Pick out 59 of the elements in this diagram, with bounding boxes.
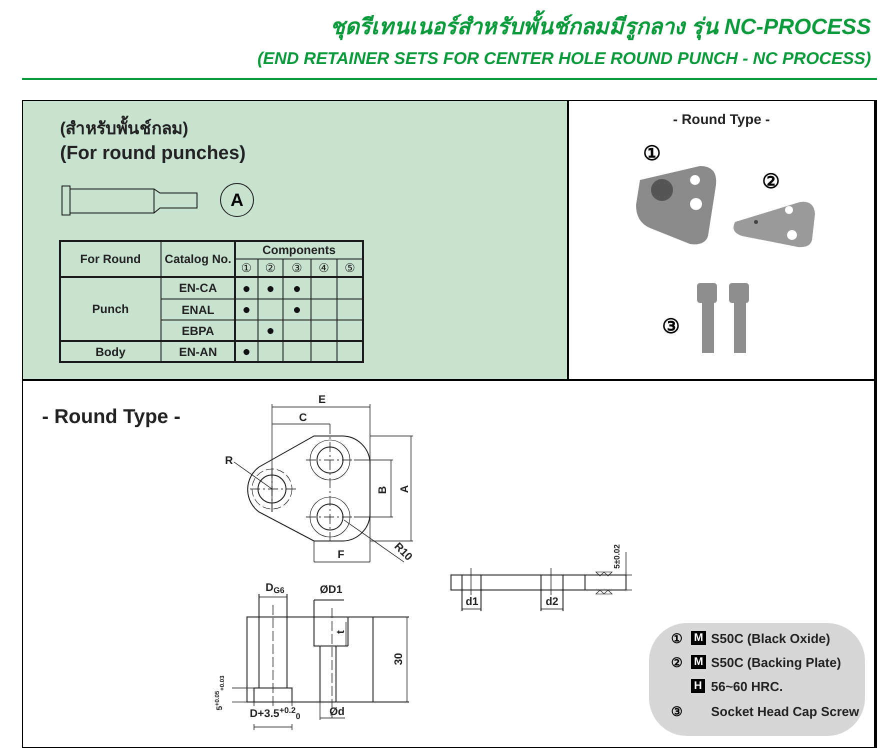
column-number: ③ [290,260,304,277]
heading: - Round Type - [672,110,771,129]
callout-number: ③ [661,315,681,339]
table-cell-text: ● [292,300,302,319]
dimension-label: 30 [392,652,406,668]
table-cell-text: ENAL [180,302,216,318]
table-cell-text: Body [94,344,126,360]
table-cell-text: ● [265,278,276,298]
table-header: For Round [79,251,142,268]
dimension-label: C [298,410,308,426]
table-header: Catalog No. [164,251,232,268]
column-number: ⑤ [344,260,356,277]
material-badge: M [691,631,706,645]
column-number: ② [264,260,277,277]
dimension-label: t [334,629,348,636]
material-text: S50C (Backing Plate) [711,654,842,672]
table-cell-text: ● [292,278,302,298]
callout-number: ② [761,170,781,194]
material-number: ③ [671,703,683,721]
material-badge: M [691,655,706,669]
dimension-label: d1 [464,596,480,609]
column-number: ① [240,260,253,277]
material-number: ② [671,654,683,672]
dimension-label: R [224,454,234,469]
dimension-label: d2 [544,596,560,609]
table-header: Components [261,242,337,259]
material-legend-box [649,623,865,736]
material-text: Socket Head Cap Screw [711,703,860,721]
panel [22,100,568,380]
dimension-label: F [336,548,346,563]
subtitle: (END RETAINER SETS FOR CENTER HOLE ROUND PUNCH - NC PROCESS) [256,48,871,70]
dimension-label: R10 [390,539,416,566]
table-cell-text: EBPA [180,322,216,340]
dimension-label: A [398,484,412,495]
dimension-label: B [376,485,390,496]
material-text: S50C (Black Oxide) [711,630,830,648]
dimension-label: Ød [328,704,346,720]
dimension-label: D$_{G6}$ [264,580,286,596]
dimension-label: E [317,392,327,408]
heading: - Round Type - [42,405,180,430]
table-cell-text: Punch [91,301,130,318]
heading: (For round punches) [60,142,246,166]
title: ชุดรีเทนเนอร์สำหรับพั้นช์กลมมีรูกลาง รุ่น NC-PROCESS [330,12,871,42]
table-cell-text: EN-AN [178,344,218,360]
dimension-label: ØD1 [318,582,344,598]
column-number: ④ [318,260,330,277]
table-cell-text: ● [241,278,252,298]
marker-letter: A [230,188,244,212]
material-number: ① [671,630,683,648]
table-cell-text: ● [241,300,252,319]
callout-number: ① [642,142,662,166]
material-badge: H [691,679,705,693]
table-cell-text: ● [241,342,252,361]
panel [22,380,877,748]
material-text: 56~60 HRC. [711,678,783,696]
heading: (สำหรับพั้นช์กลม) [60,116,188,142]
tolerance-label: 5±0.02 [611,543,622,571]
table-cell-text: EN-CA [178,280,218,297]
table-cell-text: ● [265,321,276,340]
